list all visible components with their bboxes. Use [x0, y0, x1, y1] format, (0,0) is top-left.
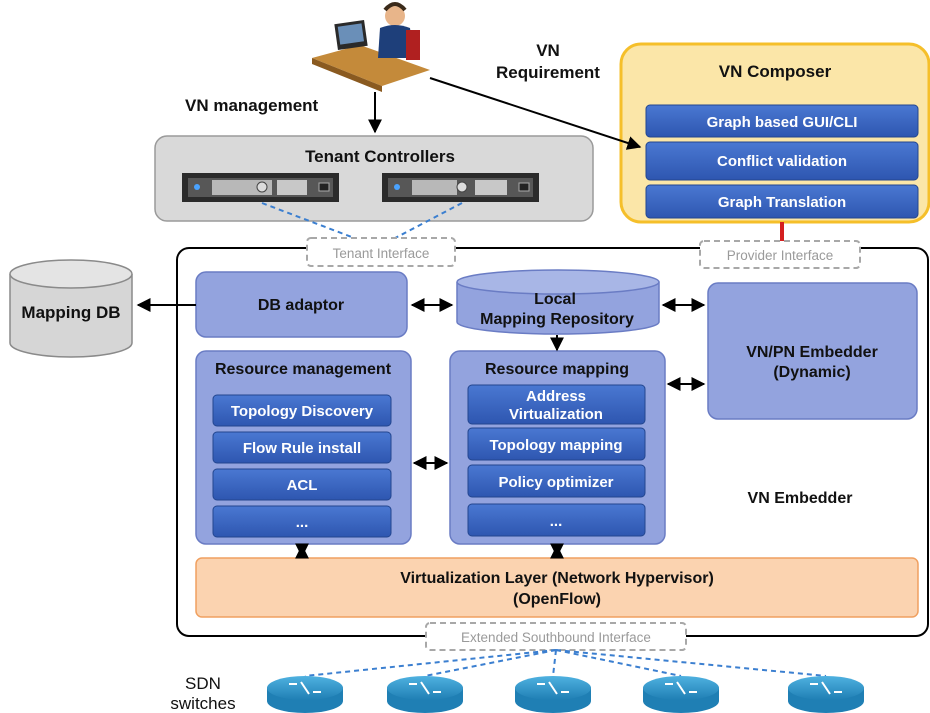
flow-rule-install-label: Flow Rule install: [243, 440, 361, 457]
graph-translation-button[interactable]: [645, 184, 919, 219]
virtualization-layer-label-1: Virtualization Layer (Network Hypervisor…: [400, 570, 714, 587]
resource-mapping-title: Resource mapping: [485, 361, 629, 378]
sdn-switches-label-2: switches: [170, 694, 235, 713]
acl-label: ACL: [287, 477, 318, 494]
tenant-controllers-title: Tenant Controllers: [305, 147, 455, 166]
sdn-switch-icon: [267, 676, 343, 713]
policy-optimizer-button[interactable]: [467, 464, 646, 498]
server-icon: [182, 173, 339, 202]
sdn-switch-icon: [788, 676, 864, 713]
resource-management-more-label: ...: [296, 514, 309, 531]
provider-interface: [699, 240, 861, 269]
conflict-validation-button[interactable]: [645, 141, 919, 181]
resource-mapping-more-button[interactable]: [467, 503, 646, 537]
local-mapping-repository: [456, 269, 660, 335]
address-virtualization-button[interactable]: [467, 384, 646, 425]
resource-management-title: Resource management: [215, 361, 392, 378]
extended-southbound-interface-label: Extended Southbound Interface: [461, 630, 651, 645]
resource-mapping-more-label: ...: [550, 513, 563, 530]
conflict-validation-label: Conflict validation: [717, 153, 847, 170]
tenant-interface-label: Tenant Interface: [333, 246, 430, 261]
provider-interface-label: Provider Interface: [727, 248, 834, 263]
tenant-interface: [306, 237, 456, 267]
address-virtualization-label-2: Virtualization: [509, 406, 603, 423]
db-adaptor-label: DB adaptor: [258, 297, 344, 314]
topology-discovery-button[interactable]: [212, 394, 392, 427]
vn-embedder-label: VN Embedder: [748, 490, 853, 507]
vn-pn-embedder-label-2: (Dynamic): [773, 364, 850, 381]
graph-translation-label: Graph Translation: [718, 194, 846, 211]
policy-optimizer-label: Policy optimizer: [498, 474, 613, 491]
local-repo-label-2: Mapping Repository: [480, 311, 634, 328]
mapping-db-label: Mapping DB: [21, 303, 120, 322]
topology-mapping-button[interactable]: [467, 427, 646, 461]
graph-gui-cli-label: Graph based GUI/CLI: [707, 114, 858, 131]
vn-composer-title: VN Composer: [719, 62, 832, 81]
vn-requirement-label-2: Requirement: [496, 63, 600, 82]
local-repo-label-1: Local: [534, 291, 576, 308]
flow-rule-install-button[interactable]: [212, 431, 392, 464]
mapping-db-cylinder: [9, 259, 133, 358]
server-icon: [382, 173, 539, 202]
vn-requirement-label-1: VN: [536, 41, 560, 60]
virtualization-layer-label-2: (OpenFlow): [513, 591, 601, 608]
administrator-icon: [312, 2, 430, 92]
sdn-switch-icon: [643, 676, 719, 713]
resource-management-more-button[interactable]: [212, 505, 392, 538]
vn-pn-embedder-box: [707, 282, 918, 420]
virtualization-layer-box: [195, 557, 919, 618]
topology-discovery-label: Topology Discovery: [231, 403, 374, 420]
sdn-switch-icon: [515, 676, 591, 713]
vn-management-label: VN management: [185, 96, 319, 115]
topology-mapping-label: Topology mapping: [489, 437, 622, 454]
acl-button[interactable]: [212, 468, 392, 501]
sdn-switch-icon: [387, 676, 463, 713]
address-virtualization-label-1: Address: [526, 388, 586, 405]
extended-southbound-interface: [425, 622, 687, 651]
vn-pn-embedder-label-1: VN/PN Embedder: [746, 344, 878, 361]
graph-gui-cli-button[interactable]: [645, 104, 919, 138]
sdn-switches-label-1: SDN: [185, 674, 221, 693]
